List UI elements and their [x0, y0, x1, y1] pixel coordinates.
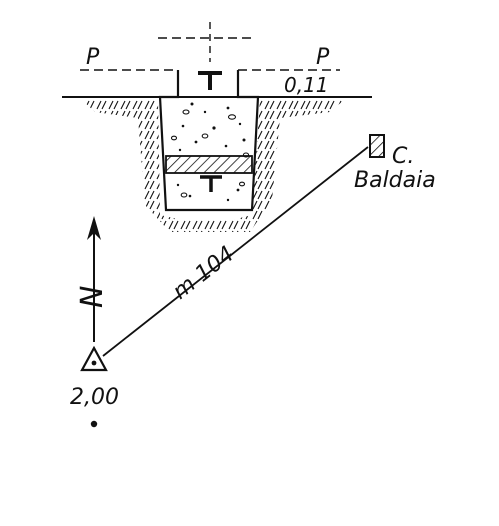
station-name-label: Baldaia	[354, 168, 436, 193]
soil-hatching	[82, 100, 344, 232]
depth-label: 0,11	[284, 73, 329, 97]
station-square-icon	[369, 134, 385, 158]
concrete-block	[158, 70, 260, 212]
lower-benchmark-marker	[200, 175, 222, 192]
triangulation-dot-icon	[91, 360, 97, 366]
distance-line	[102, 146, 369, 357]
north-label: N	[75, 286, 110, 308]
plane-label-left: P	[86, 45, 100, 70]
north-arrow-icon	[87, 216, 101, 342]
station-prefix-label: C.	[392, 144, 414, 169]
upper-benchmark-marker	[198, 71, 222, 90]
distance-label: m 104	[168, 242, 239, 305]
hatched-slab	[165, 155, 253, 174]
ground-point-dot-icon	[90, 420, 98, 428]
triangulation-point-icon	[80, 345, 108, 372]
elevation-label: 2,00	[70, 385, 119, 410]
centre-axis	[158, 22, 252, 62]
plane-label-right: P	[316, 45, 330, 70]
